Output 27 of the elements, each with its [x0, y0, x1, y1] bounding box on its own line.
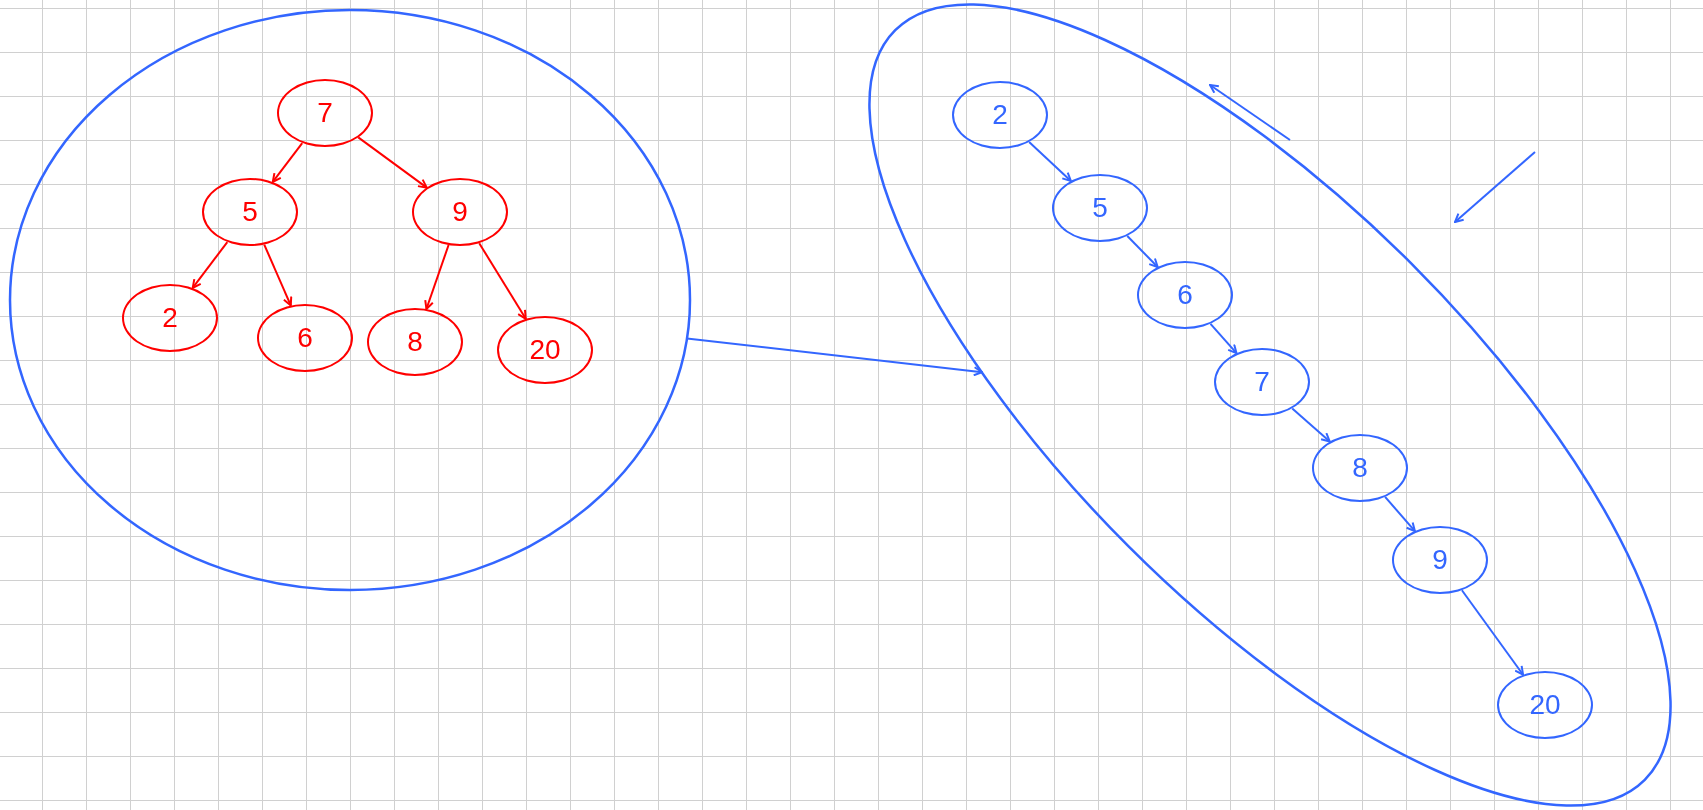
arrow — [1126, 234, 1159, 269]
arrow — [685, 337, 984, 377]
tree-node: 8 — [1312, 434, 1408, 502]
arrow — [1291, 407, 1331, 443]
tree-node: 6 — [257, 304, 353, 372]
tree-node: 2 — [952, 81, 1048, 149]
tree-node: 2 — [122, 284, 218, 352]
tree-node: 8 — [367, 308, 463, 376]
arrow — [478, 242, 527, 320]
arrow — [1384, 495, 1416, 533]
tree-node: 7 — [277, 79, 373, 147]
tree-node: 20 — [1497, 671, 1593, 739]
tree-node: 5 — [202, 178, 298, 246]
tree-node: 9 — [412, 178, 508, 246]
arrow — [1209, 322, 1238, 355]
arrow — [424, 244, 450, 310]
arrow — [357, 136, 428, 189]
arrow — [1460, 589, 1525, 676]
arrow — [191, 241, 229, 289]
arrow — [1028, 141, 1072, 182]
tree-node: 6 — [1137, 261, 1233, 329]
tree-node: 5 — [1052, 174, 1148, 242]
tree-node: 9 — [1392, 526, 1488, 594]
arrow — [263, 243, 293, 307]
tree-node: 7 — [1214, 348, 1310, 416]
arrow — [271, 142, 304, 183]
tree-node: 20 — [497, 316, 593, 384]
